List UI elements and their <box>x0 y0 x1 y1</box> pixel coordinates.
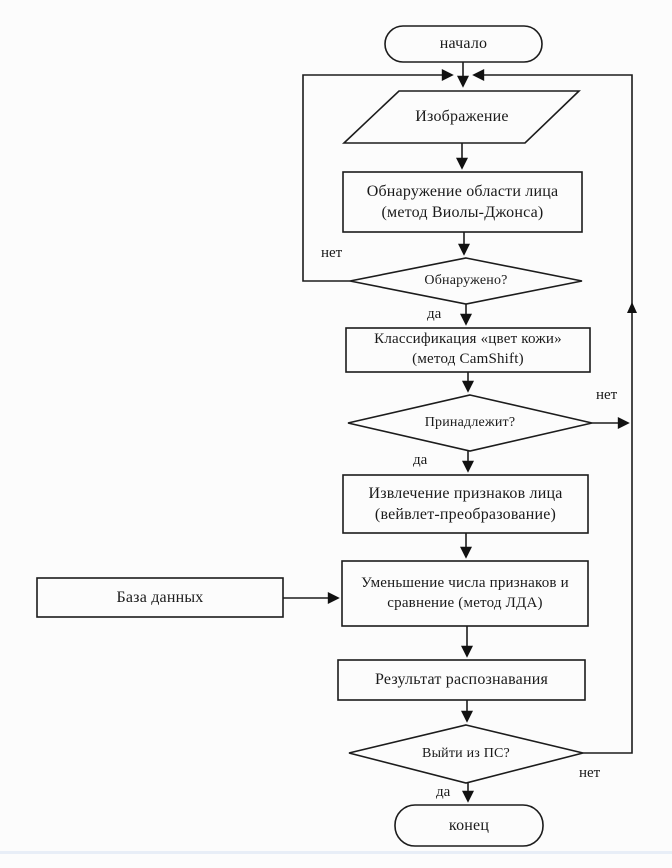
up-direction-arrowhead <box>627 302 637 313</box>
reduction-comparison-box-shape <box>341 560 589 627</box>
edge-label-detected-yes: да <box>427 306 442 322</box>
edge-label-detected-no: нет <box>321 245 343 261</box>
edge-label-belongs-yes: да <box>413 452 428 468</box>
recognition-result-box-shape <box>337 659 586 701</box>
image-input-label: Изображение <box>415 108 509 126</box>
feature-extraction-label: Извлечение признаков лица (вейвлет-преоб… <box>368 484 563 523</box>
bottom-divider-line <box>0 851 672 854</box>
belongs-decision-diamond-shape <box>347 394 593 452</box>
database-label: База данных <box>116 588 204 606</box>
edge-label-exit-yes: да <box>436 784 451 800</box>
detected-decision-label: Обнаружено? <box>424 272 508 288</box>
exit-decision-label: Выйти из ПС? <box>422 745 510 761</box>
recognition-result-label: Результат распознавания <box>374 671 549 689</box>
edge-label-exit-no: нет <box>579 765 601 781</box>
connector-detected-no-loop <box>302 69 454 282</box>
end-terminator-label: конец <box>448 816 490 834</box>
end-terminator-shape <box>394 804 544 847</box>
connector-exit-no-loop <box>472 69 633 754</box>
edge-label-belongs-no: нет <box>596 387 618 403</box>
exit-decision-diamond-shape <box>348 724 584 784</box>
reduction-comparison-label: Уменьшение числа признаков и сравнение (… <box>361 574 569 611</box>
image-input-parallelogram-shape <box>341 90 581 144</box>
belongs-decision-label: Принадлежит? <box>424 414 516 430</box>
face-detection-label: Обнаружение области лица (метод Виолы-Дж… <box>366 182 559 221</box>
start-terminator-label: начало <box>439 35 488 53</box>
face-detection-box-shape <box>342 171 583 233</box>
skin-classification-label: Классификация «цвет кожи» (метод CamShif… <box>374 331 562 367</box>
